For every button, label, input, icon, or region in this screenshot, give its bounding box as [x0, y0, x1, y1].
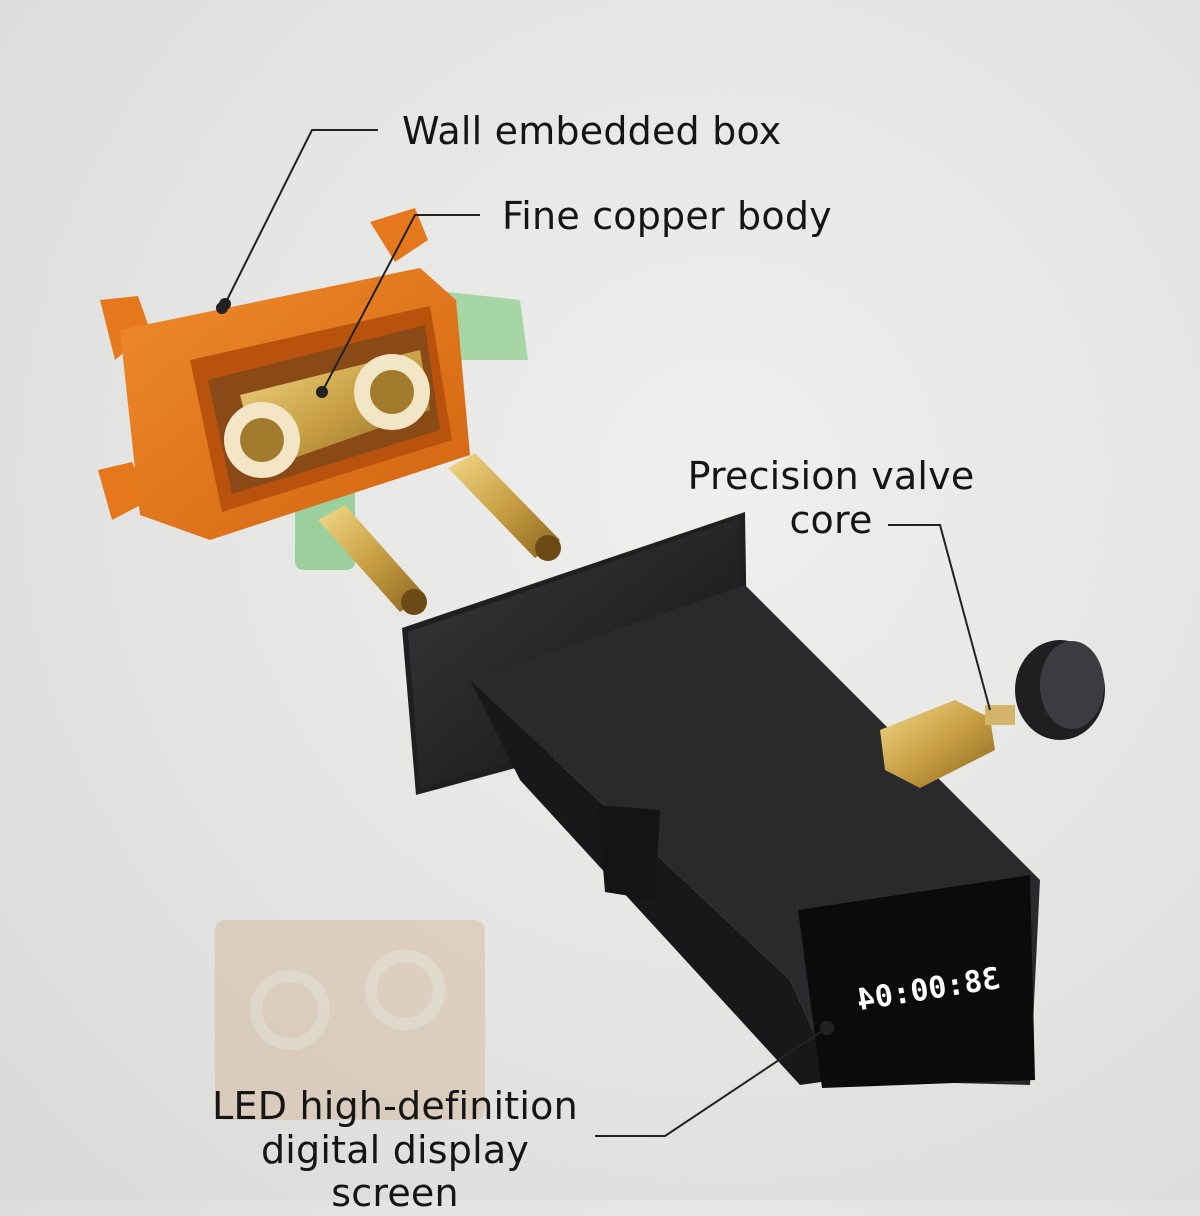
leader-lines	[219, 129, 991, 1137]
wall-embedded-box	[98, 208, 470, 540]
floor-reflection	[215, 920, 485, 1120]
label-precision-valve-core-line2: core	[789, 497, 873, 542]
label-led-display: LED high-definition digital display scre…	[195, 1084, 595, 1216]
label-wall-embedded-box: Wall embedded box	[402, 109, 782, 153]
leader-display	[595, 1027, 828, 1137]
leader-wall-box	[224, 129, 378, 305]
black-faucet	[402, 512, 1040, 1088]
label-led-display-line2: digital display screen	[260, 1127, 530, 1216]
leader-valve-core	[888, 524, 991, 711]
leader-copper-body	[321, 214, 480, 393]
label-led-display-line1: LED high-definition	[212, 1084, 578, 1128]
brass-extension-pipes	[318, 453, 561, 615]
precision-valve-core	[880, 640, 1105, 788]
label-fine-copper-body: Fine copper body	[502, 194, 832, 238]
label-precision-valve-core-line1: Precision valve	[687, 454, 975, 498]
label-precision-valve-core: Precision valve core	[686, 454, 976, 542]
